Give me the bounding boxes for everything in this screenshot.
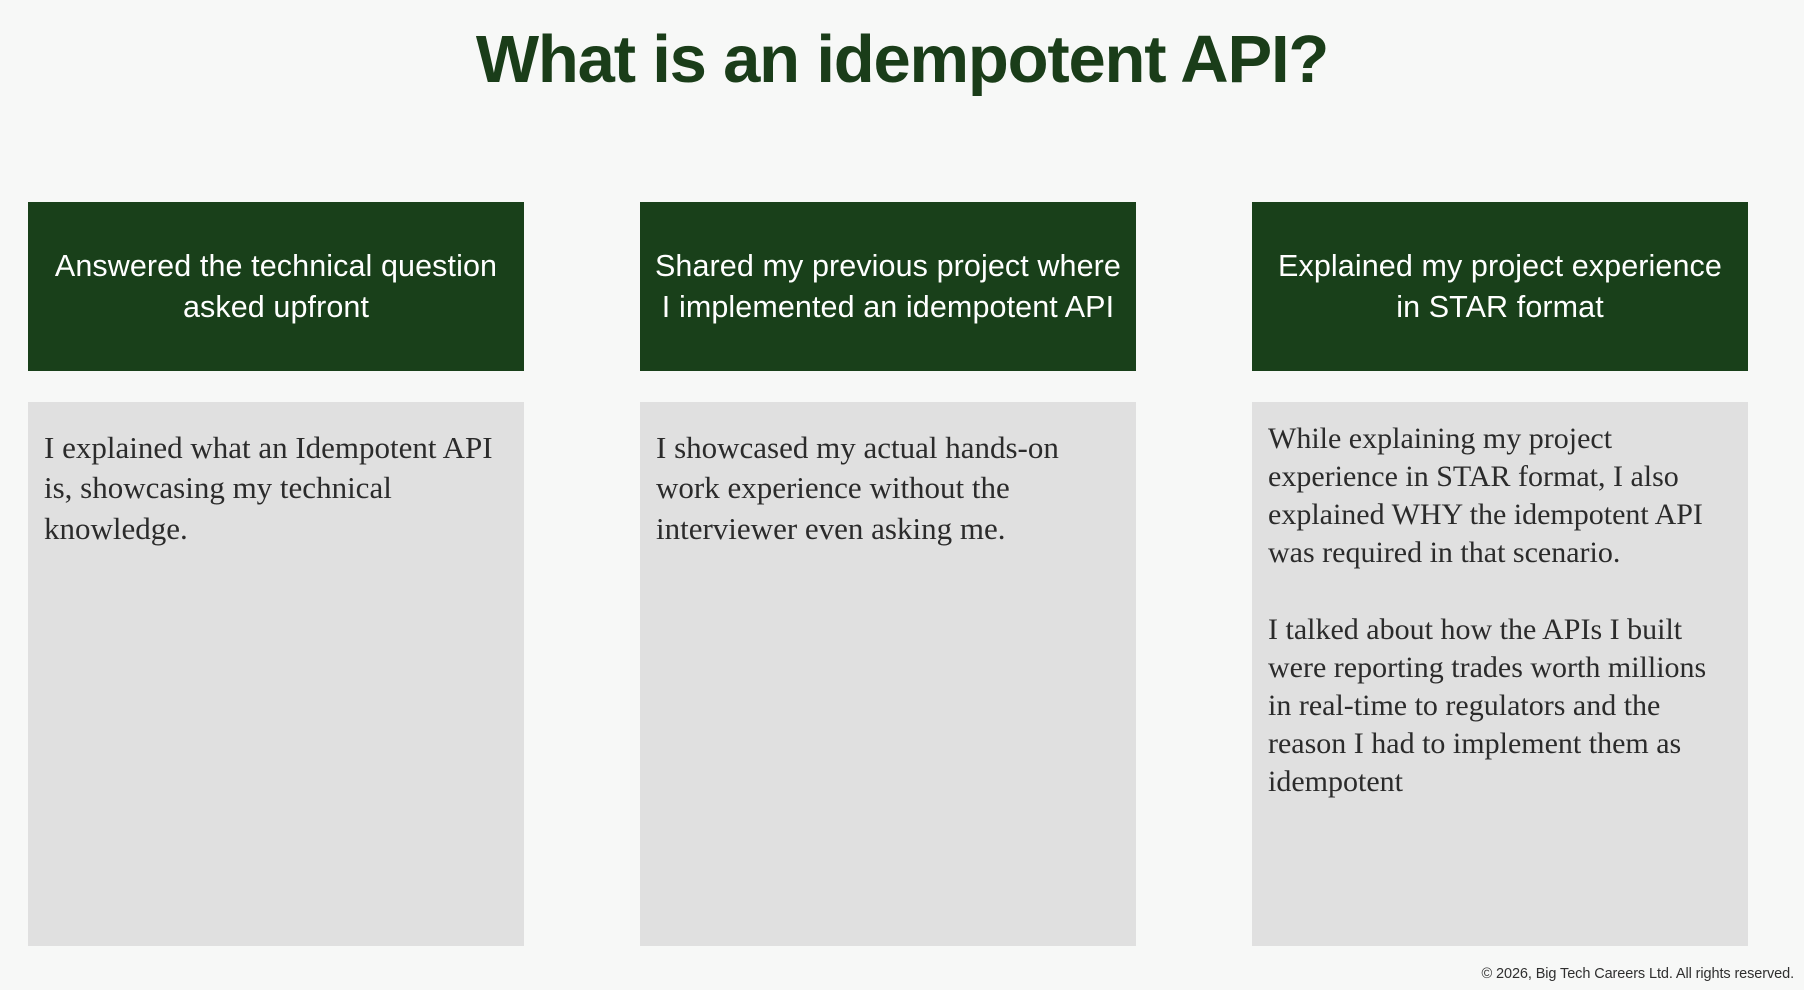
column-1-paragraph-1: I explained what an Idempotent API is, s… [44,430,493,546]
footer-copyright: © 2026, Big Tech Careers Ltd. All rights… [1481,966,1795,982]
column-3: Explained my project experience in STAR … [1252,202,1748,946]
column-1: Answered the technical question asked up… [28,202,524,946]
column-2-body: I showcased my actual hands-on work expe… [640,402,1136,946]
column-2-paragraph-1: I showcased my actual hands-on work expe… [656,430,1059,546]
column-3-header: Explained my project experience in STAR … [1252,202,1748,371]
column-3-paragraph-2: I talked about how the APIs I built were… [1268,613,1707,798]
column-1-body: I explained what an Idempotent API is, s… [28,402,524,946]
column-3-paragraph-1: While explaining my project experience i… [1268,422,1703,569]
column-2-header: Shared my previous project where I imple… [640,202,1136,371]
column-2: Shared my previous project where I imple… [640,202,1136,946]
column-3-body: While explaining my project experience i… [1252,402,1748,946]
page-title: What is an idempotent API? [475,22,1329,97]
columns-container: Answered the technical question asked up… [28,202,1748,946]
column-1-header: Answered the technical question asked up… [28,202,524,371]
